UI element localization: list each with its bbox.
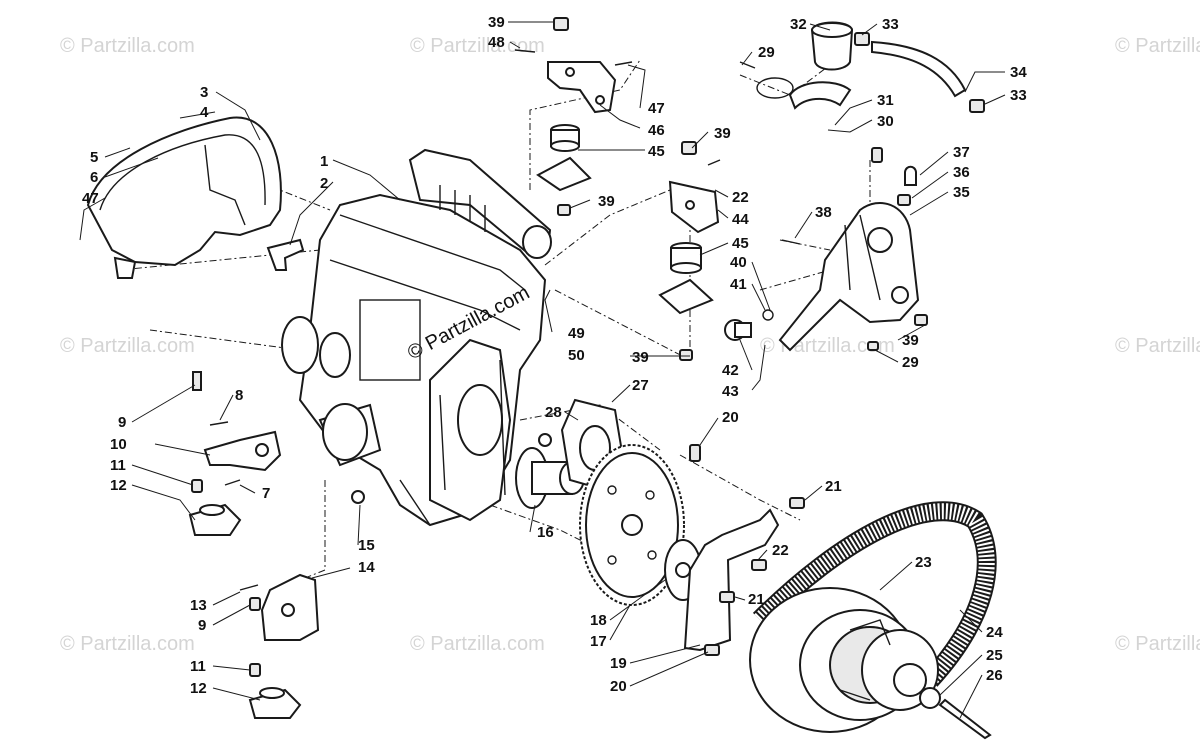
- callout-20: 20: [722, 409, 739, 426]
- callout-39: 39: [902, 332, 919, 349]
- callout-13: 13: [190, 597, 207, 614]
- callout-50: 50: [568, 347, 585, 364]
- callout-31: 31: [877, 92, 894, 109]
- callout-41: 41: [730, 276, 747, 293]
- watermark-text: © Partzilla.com: [410, 35, 545, 57]
- callout-11: 11: [110, 457, 126, 474]
- watermark-text: © Partzilla.com: [60, 35, 195, 57]
- left-mount-lower: [239, 490, 365, 719]
- callout-21: 21: [748, 591, 765, 608]
- callout-32: 32: [790, 16, 807, 33]
- callout-42: 42: [722, 362, 739, 379]
- filter-clamp: [739, 61, 852, 110]
- watermark-text: © Partzilla.com: [410, 633, 545, 655]
- watermark-text: © Partzilla.com: [60, 633, 195, 655]
- callout-22: 22: [772, 542, 789, 559]
- callout-2: 2: [320, 175, 328, 192]
- callout-10: 10: [110, 436, 127, 453]
- watermark-text: © Partzilla.com: [60, 335, 195, 357]
- callout-43: 43: [722, 383, 739, 400]
- callout-46: 46: [648, 122, 665, 139]
- callout-8: 8: [235, 387, 243, 404]
- callout-45: 45: [648, 143, 665, 160]
- callout-19: 19: [610, 655, 627, 672]
- callout-39: 39: [632, 349, 649, 366]
- rubber-mount-lower: [658, 242, 714, 361]
- callout-37: 37: [953, 144, 970, 161]
- callout-40: 40: [730, 254, 747, 271]
- callout-47: 47: [648, 100, 665, 117]
- callout-49: 49: [568, 325, 585, 342]
- fuel-filter: [810, 21, 985, 113]
- callout-47: 47: [82, 190, 99, 207]
- callout-34: 34: [1010, 64, 1027, 81]
- callout-24: 24: [986, 624, 1003, 641]
- drive-belt: [752, 501, 997, 687]
- callout-29: 29: [758, 44, 775, 61]
- belt-guard: [86, 116, 282, 279]
- callout-12: 12: [190, 680, 207, 697]
- callout-30: 30: [877, 113, 894, 130]
- callout-36: 36: [953, 164, 970, 181]
- callout-45: 45: [732, 235, 749, 252]
- callout-23: 23: [915, 554, 932, 571]
- callout-35: 35: [953, 184, 970, 201]
- callout-9: 9: [118, 414, 126, 431]
- callout-5: 5: [90, 149, 98, 166]
- callout-39: 39: [714, 125, 731, 142]
- callout-11: 11: [190, 658, 206, 675]
- upper-mount-bracket: [514, 17, 633, 114]
- bracket-2: [266, 238, 305, 271]
- callout-14: 14: [358, 559, 375, 576]
- callout-39: 39: [598, 193, 615, 210]
- callout-29: 29: [902, 354, 919, 371]
- clutch-bracket: [683, 497, 805, 656]
- callout-20: 20: [610, 678, 627, 695]
- callouts: 39 48 47 46 45 39 39 22 44 45 49 50 39 2…: [82, 14, 1027, 697]
- watermark-text: © Partzilla.com: [1115, 35, 1200, 57]
- callout-16: 16: [537, 524, 554, 541]
- callout-9: 9: [198, 617, 206, 634]
- callout-4: 4: [200, 104, 209, 121]
- bracket-44: [668, 141, 721, 234]
- drive-clutch: [749, 587, 992, 740]
- callout-18: 18: [590, 612, 607, 629]
- callout-28: 28: [545, 404, 562, 421]
- engine-block: [281, 148, 552, 527]
- left-mount-upper: [188, 371, 282, 536]
- ring-gear: [579, 444, 701, 606]
- watermark-text: © Partzilla.com: [1115, 633, 1200, 655]
- callout-12: 12: [110, 477, 127, 494]
- callout-26: 26: [986, 667, 1003, 684]
- callout-6: 6: [90, 169, 98, 186]
- callout-33: 33: [882, 16, 899, 33]
- watermarks: © Partzilla.com © Partzilla.com © Partzi…: [60, 35, 1200, 655]
- callout-15: 15: [358, 537, 375, 554]
- callout-33: 33: [1010, 87, 1027, 104]
- rubber-mount-upper: [536, 124, 592, 216]
- leader-lines: [79, 21, 1006, 719]
- callout-1: 1: [320, 153, 328, 170]
- callout-22: 22: [732, 189, 749, 206]
- callout-7: 7: [262, 485, 270, 502]
- watermark-text: © Partzilla.com: [1115, 335, 1200, 357]
- callout-17: 17: [590, 633, 607, 650]
- callout-48: 48: [488, 34, 505, 51]
- callout-25: 25: [986, 647, 1003, 664]
- callout-38: 38: [815, 204, 832, 221]
- right-bracket: [724, 147, 928, 352]
- callout-3: 3: [200, 84, 208, 101]
- callout-21: 21: [825, 478, 842, 495]
- callout-39: 39: [488, 14, 505, 31]
- callout-44: 44: [732, 211, 749, 228]
- callout-27: 27: [632, 377, 649, 394]
